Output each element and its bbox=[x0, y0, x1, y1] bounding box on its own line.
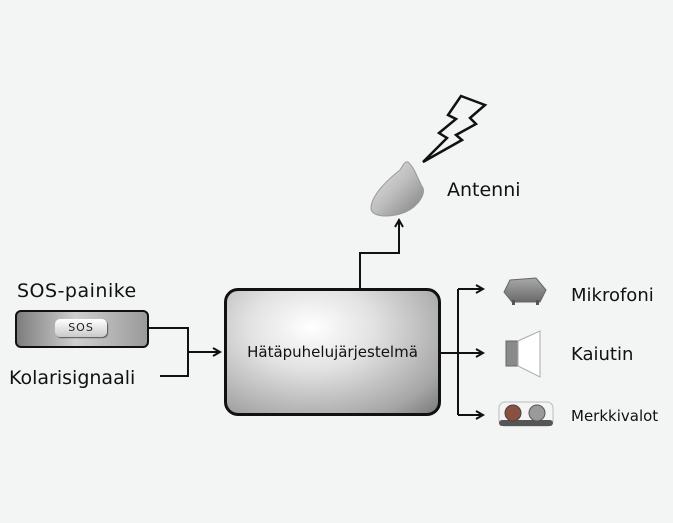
emergency-call-system-box: Hätäpuhelujärjestelmä bbox=[224, 288, 441, 416]
microphone-icon bbox=[503, 277, 547, 305]
indicator-lights-icon bbox=[498, 401, 554, 427]
sos-wire bbox=[147, 327, 189, 352]
lightning-icon bbox=[422, 94, 488, 164]
core-label: Hätäpuhelujärjestelmä bbox=[247, 343, 418, 361]
sos-button[interactable]: SOS bbox=[55, 319, 107, 337]
antenna-label: Antenni bbox=[447, 179, 521, 201]
crash-wire bbox=[160, 352, 189, 377]
microphone-label: Mikrofoni bbox=[571, 285, 654, 306]
sos-button-label: SOS-painike bbox=[17, 280, 137, 302]
speaker-label: Kaiutin bbox=[571, 344, 634, 365]
antenna-arrow bbox=[359, 220, 399, 288]
sos-panel: SOS bbox=[15, 310, 149, 348]
crash-signal-label: Kolarisignaali bbox=[9, 367, 136, 389]
indicator-lights-label: Merkkivalot bbox=[571, 407, 659, 425]
antenna-icon bbox=[370, 161, 424, 217]
speaker-icon bbox=[505, 330, 541, 378]
